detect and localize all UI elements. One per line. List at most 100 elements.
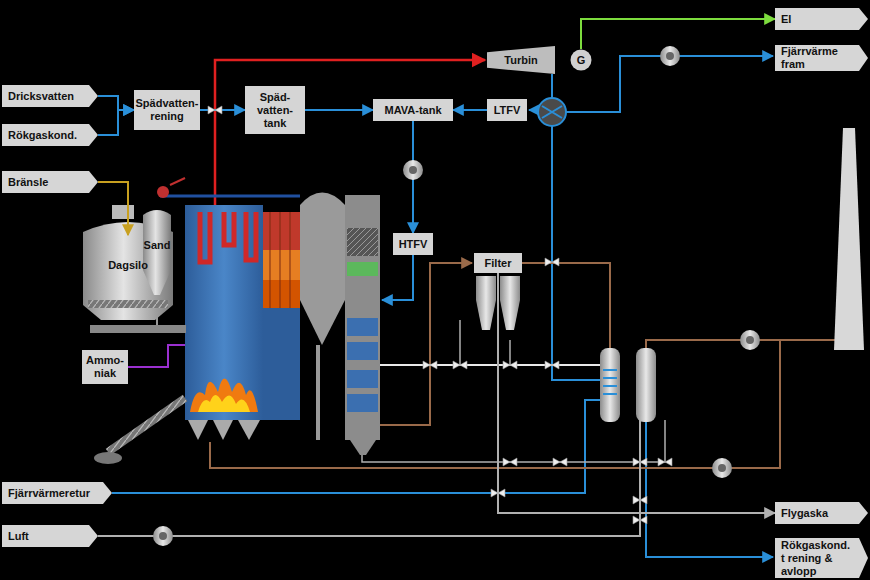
chimney-part [834,128,864,350]
io-tag: Flygaska [775,502,868,524]
pipe-lines-part [522,263,610,350]
pump-symbols-part [403,160,423,180]
pipe-lines-part [551,74,553,98]
filter-hoppers-part [476,276,496,330]
node-label: MAVA-tank [384,104,441,117]
bottom-ash-conveyor [94,398,185,464]
economizer-part [347,342,378,360]
pipe-lines [98,56,838,557]
boiler-part [198,395,250,412]
valve-symbols-part [503,361,517,369]
pump-symbols-part [660,46,680,66]
pipe-lines-part [128,345,185,367]
economizer-part [345,195,380,440]
io-tag-fill [2,482,112,504]
node-label: Rökgaskond. t rening & avlopp [781,539,856,578]
economizer-part [347,394,378,412]
valve-symbols-part [633,496,647,504]
economizer-part [347,262,378,276]
valve-symbols-part [208,106,222,114]
node-label: El [781,13,791,26]
io-tag-fill [775,502,868,524]
boiler-part [185,205,263,420]
flow-connector [453,109,487,111]
process-box: Spädvatten- rening [134,90,200,130]
valve-symbols-part [633,516,647,524]
node-label: Filter [485,257,512,270]
generator-circle-fill [571,50,592,71]
boiler-part [190,379,258,413]
dagsilo-tank-part [88,300,168,308]
valve-symbols-part [553,458,567,466]
valve-symbols-part [545,258,559,266]
boiler-part [213,420,233,440]
economizer-part [347,318,378,336]
io-tag: Rökgaskond. [2,124,98,146]
pipe-lines-part [160,195,300,198]
pipe-lines-part [362,420,665,462]
io-tag-fill [2,124,98,146]
node-label: Dricksvatten [8,90,74,103]
node-label: HTFV [399,238,428,251]
node-label: Rökgaskond. [8,129,77,142]
node-label: Turbin [504,54,537,67]
sand-silo-part [143,210,171,295]
boiler-part [263,308,300,420]
pipe-lines-part [382,255,413,300]
pipe-lines-part [529,109,538,111]
pump-symbols-part [712,458,732,478]
filter-hoppers-part [500,276,520,330]
boiler-part [200,212,256,262]
condenser [538,98,566,126]
valve-symbols-part [491,489,505,497]
io-tag: Dricksvatten [2,85,98,107]
io-tag-fill [775,45,868,71]
node-label: Späd- vatten- tank [248,91,302,130]
heat-exchangers-part [600,348,620,422]
io-tag: El [775,8,868,30]
io-tag-fill [775,538,868,578]
boiler-part [263,250,300,280]
flue-duct [300,193,345,441]
valve-symbols-part [423,361,437,369]
io-tag: Fjärrvärmeretur [2,482,112,504]
io-tag-fill [2,85,98,107]
process-box: LTFV [487,99,527,121]
valve-symbols [208,106,672,524]
node-label: Dagsilo [108,259,148,272]
boiler-part [188,420,208,440]
node-label: Fjärrvärme fram [781,45,856,71]
io-tag-fill [2,525,98,547]
process-box: MAVA-tank [373,99,453,121]
pump-symbols-part [153,526,173,546]
node-label: LTFV [494,104,521,117]
heat-exchangers-part [636,348,656,422]
boiler-part [270,212,290,308]
pump-symbols [153,46,760,546]
flue-duct-part [300,193,345,346]
boiler-part [170,178,185,185]
flow-connector [498,273,775,513]
node-label: Luft [8,530,29,543]
flow-connector [98,110,134,135]
flow-connector [98,182,128,235]
pipe-lines-part [380,364,600,366]
sand-silo [143,210,171,295]
economizer-part [350,440,376,455]
flow-connector [581,19,775,49]
boiler-part [263,280,300,308]
pump-symbols-part [740,330,760,350]
node-label: Flygaska [781,507,828,520]
process-box: Filter [474,253,522,273]
valve-symbols-part [503,458,517,466]
boiler-part [238,420,260,440]
tank-label: Sand [143,236,171,254]
boiler-part [157,186,169,198]
pipe-lines-part [552,126,600,380]
economizer-part [347,228,378,256]
pipe-lines-part [380,263,472,425]
pipe-lines-part [215,60,485,205]
